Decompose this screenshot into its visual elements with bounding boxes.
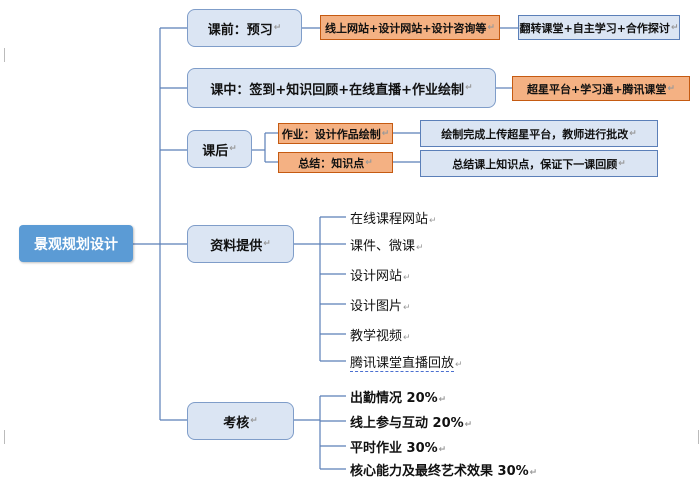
paragraph-mark: ↵ xyxy=(403,333,411,343)
branch-assessment: 考核↵ xyxy=(187,402,294,440)
pre-methods-box: 翻转课堂+自主学习+合作探讨↵ xyxy=(518,15,680,40)
crop-mark xyxy=(4,48,13,62)
paragraph-mark: ↵ xyxy=(529,468,538,478)
assessment-label: 核心能力及最终艺术效果 30% xyxy=(350,464,529,479)
pre-methods-label: 翻转课堂+自主学习+合作探讨 xyxy=(519,21,670,35)
assessment-label: 平时作业 30% xyxy=(350,441,438,456)
pre-resources-box: 线上网站+设计网站+设计咨询等↵ xyxy=(320,15,500,40)
paragraph-mark: ↵ xyxy=(263,239,271,249)
post-homework-desc-box: 绘制完成上传超星平台，教师进行批改↵ xyxy=(420,120,658,147)
resource-label: 教学视频 xyxy=(350,329,403,344)
post-homework-desc-label: 绘制完成上传超星平台，教师进行批改 xyxy=(441,127,629,141)
assessment-item: 平时作业 30%↵ xyxy=(350,437,446,456)
paragraph-mark: ↵ xyxy=(618,158,626,169)
paragraph-mark: ↵ xyxy=(670,22,679,33)
paragraph-mark: ↵ xyxy=(416,243,424,253)
resource-item: 课件、微课↵ xyxy=(350,235,424,254)
assessment-item: 核心能力及最终艺术效果 30%↵ xyxy=(350,460,537,479)
post-homework-box: 作业：设计作品绘制↵ xyxy=(278,123,393,144)
pre-resources-label: 线上网站+设计网站+设计咨询等 xyxy=(325,21,487,35)
paragraph-mark: ↵ xyxy=(229,144,237,154)
branch-post-class: 课后↵ xyxy=(187,130,252,168)
branch-resources-label: 资料提供 xyxy=(210,238,263,254)
assessment-item: 出勤情况 20%↵ xyxy=(350,387,446,406)
paragraph-mark: ↵ xyxy=(438,395,447,405)
assessment-item: 线上参与互动 20%↵ xyxy=(350,412,472,431)
resource-label: 在线课程网站 xyxy=(350,212,429,227)
paragraph-mark: ↵ xyxy=(403,273,411,283)
post-summary-desc-label: 总结课上知识点，保证下一课回顾 xyxy=(452,157,618,171)
resource-item: 设计网站↵ xyxy=(350,265,411,284)
paragraph-mark: ↵ xyxy=(487,22,495,33)
resource-item: 教学视频↵ xyxy=(350,325,411,344)
root-node: 景观规划设计 xyxy=(19,225,133,262)
branch-assessment-label: 考核 xyxy=(223,415,250,431)
post-summary-label: 总结：知识点 xyxy=(298,156,365,170)
paragraph-mark: ↵ xyxy=(464,420,473,430)
paragraph-mark: ↵ xyxy=(429,216,437,226)
branch-resources: 资料提供↵ xyxy=(187,225,294,263)
assessment-label: 线上参与互动 20% xyxy=(350,416,464,431)
paragraph-mark: ↵ xyxy=(455,360,463,370)
resource-label: 设计网站 xyxy=(350,269,403,284)
paragraph-mark: ↵ xyxy=(629,128,637,139)
resource-item: 腾讯课堂直播回放↵ xyxy=(350,352,463,372)
post-homework-label: 作业：设计作品绘制 xyxy=(281,127,381,141)
branch-in-class-label: 课中：签到+知识回顾+在线直播+作业绘制 xyxy=(210,82,465,98)
paragraph-mark: ↵ xyxy=(403,303,411,313)
post-summary-desc-box: 总结课上知识点，保证下一课回顾↵ xyxy=(420,150,658,177)
branch-pre-label: 课前：预习 xyxy=(207,22,273,38)
mid-platforms-box: 超星平台+学习通+腾讯课堂↵ xyxy=(512,76,690,101)
branch-in-class: 课中：签到+知识回顾+在线直播+作业绘制↵ xyxy=(187,68,496,108)
crop-mark xyxy=(690,430,699,444)
crop-mark xyxy=(4,430,13,444)
assessment-label: 出勤情况 20% xyxy=(350,391,438,406)
paragraph-mark: ↵ xyxy=(273,23,282,33)
resource-label: 腾讯课堂直播回放 xyxy=(350,356,455,372)
paragraph-mark: ↵ xyxy=(465,83,473,93)
branch-pre-class: 课前：预习↵ xyxy=(187,9,302,47)
paragraph-mark: ↵ xyxy=(381,128,390,139)
paragraph-mark: ↵ xyxy=(365,157,373,168)
mid-platforms-label: 超星平台+学习通+腾讯课堂 xyxy=(527,82,667,96)
paragraph-mark: ↵ xyxy=(438,445,447,455)
paragraph-mark: ↵ xyxy=(250,416,258,426)
resource-label: 设计图片 xyxy=(350,299,403,314)
resource-label: 课件、微课 xyxy=(350,239,416,254)
root-label: 景观规划设计 xyxy=(34,236,118,253)
paragraph-mark: ↵ xyxy=(667,83,675,94)
resource-item: 在线课程网站↵ xyxy=(350,208,437,227)
resource-item: 设计图片↵ xyxy=(350,295,411,314)
branch-post-label: 课后 xyxy=(202,143,229,159)
post-summary-box: 总结：知识点↵ xyxy=(278,152,393,173)
